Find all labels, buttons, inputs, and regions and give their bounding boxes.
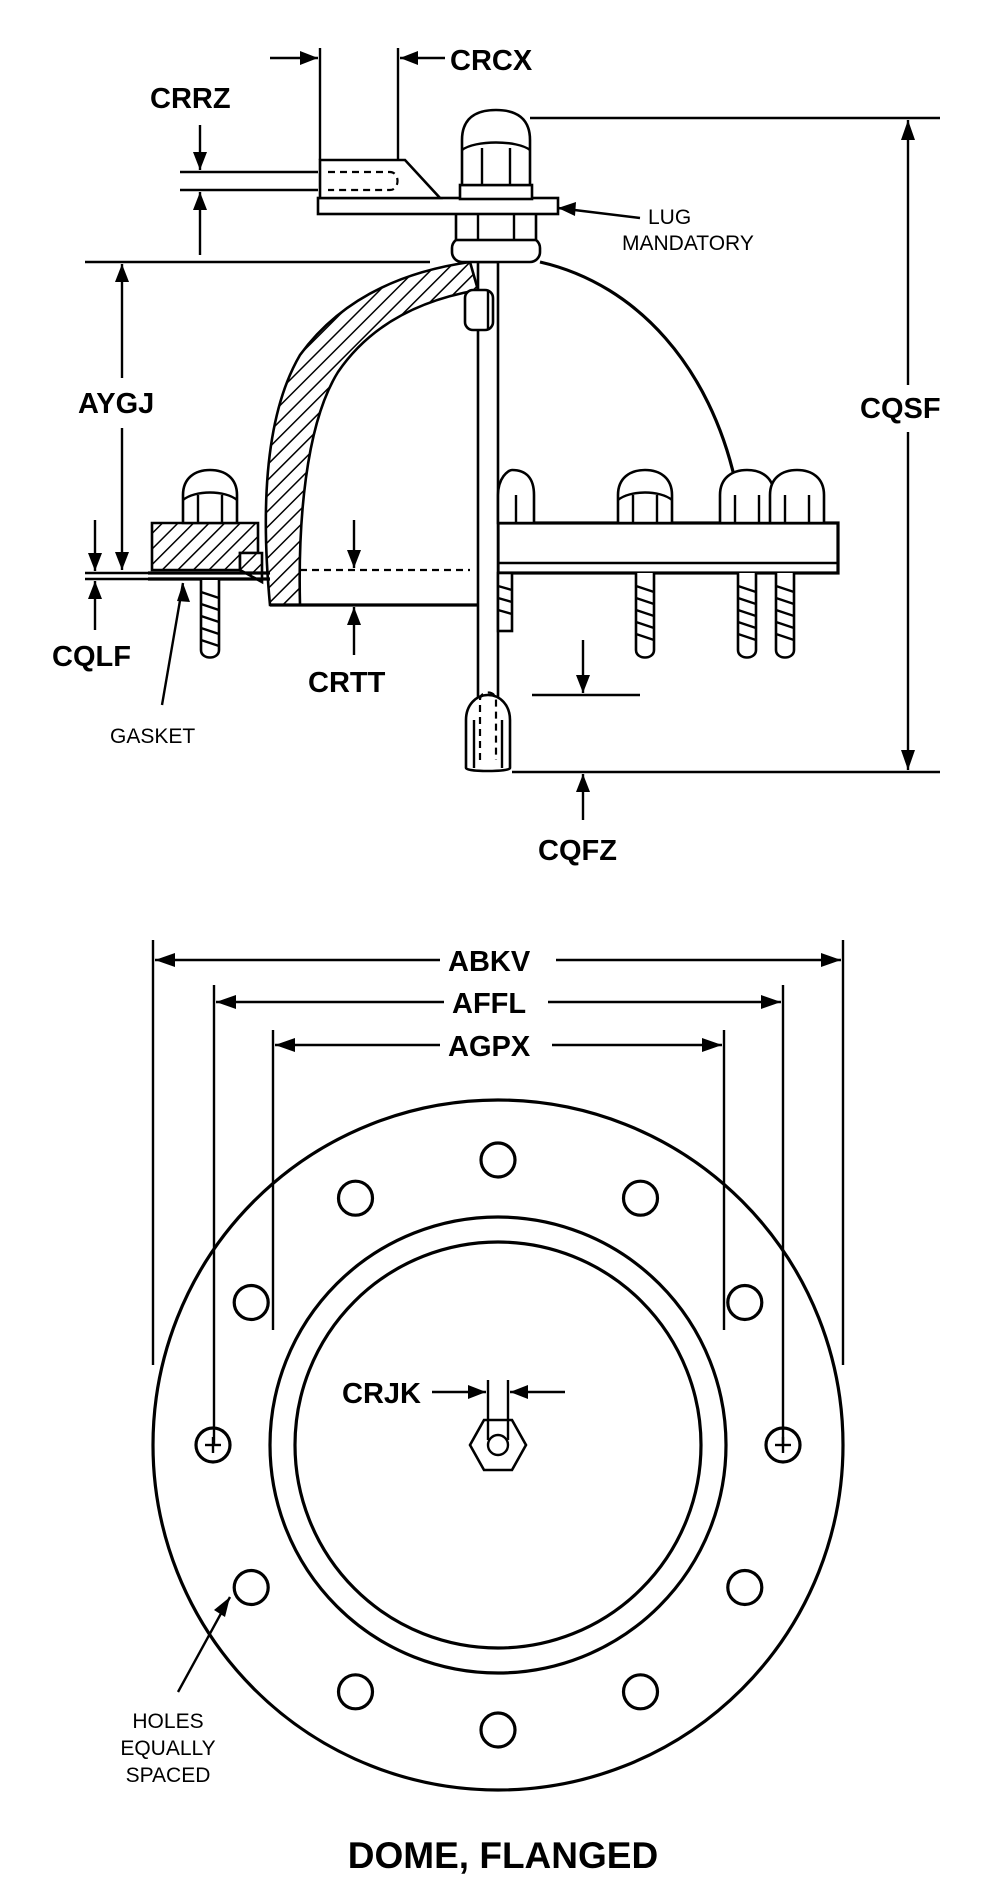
dim-cqfz: CQFZ [532,640,640,867]
stud-mid [634,573,656,659]
bolt-hole [726,1283,764,1322]
dim-label-crcx: CRCX [450,45,533,77]
dim-label-cqfz: CQFZ [538,835,617,867]
bolt-hole [336,1179,375,1217]
note-holes-equally-spaced: HOLES EQUALLY SPACED [120,1596,232,1787]
dome-outline-right [539,260,737,481]
dim-affl: AFFL [212,985,785,1445]
dim-label-abkv: ABKV [448,946,531,978]
dome-shell-section [264,260,480,607]
cap-nut-right-b [768,468,826,525]
note-holes-line3: SPACED [126,1764,211,1787]
cap-nut-center [496,468,536,525]
dim-label-cqsf: CQSF [860,393,941,425]
cap-nut-right-a [718,468,776,525]
note-lug-mandatory: LUG MANDATORY [557,202,754,255]
note-gasket-text: GASKET [110,725,195,748]
dim-label-cqlf: CQLF [52,641,131,673]
dim-cqlf: CQLF [52,520,150,673]
dim-abkv: ABKV [151,940,845,1365]
bolt-hole [621,1179,660,1217]
drawing-title: DOME, FLANGED [348,1835,658,1876]
flange-outer-circle [151,1098,845,1792]
bolt-hole [336,1673,375,1711]
dim-crcx: CRCX [270,45,533,160]
bolt-hole [621,1673,660,1711]
cap-nut-left [181,468,239,525]
dim-label-agpx: AGPX [448,1031,531,1063]
center-rod [463,260,500,704]
note-holes-line2: EQUALLY [120,1737,215,1760]
threaded-studs [199,571,796,659]
bolt-hole [726,1568,764,1607]
gasket [148,571,270,581]
top-view: ABKV AFFL AGPX [120,940,845,1792]
top-nut-stack [316,108,560,264]
bolt-hole [479,1141,517,1179]
dim-aygj: AYGJ [78,260,430,570]
bolt-hole [232,1568,270,1607]
dim-label-crjk: CRJK [342,1378,421,1410]
stud-center [496,571,514,633]
flange-plate [496,521,840,575]
acorn-cap-nuts [181,468,826,525]
bolt-holes [194,1141,802,1749]
dim-cqsf: CQSF [512,116,941,774]
lug [318,158,443,200]
center-hex-nut [468,1380,528,1472]
cap-nut-mid [616,468,674,525]
dim-crjk: CRJK [342,1378,565,1410]
locator-hole-plus-icon [764,1426,802,1464]
dome-inner-circle [293,1240,703,1650]
note-holes-line1: HOLES [132,1710,203,1733]
dim-crtt: CRTT [308,520,386,699]
dim-label-affl: AFFL [452,988,526,1020]
flange-section-left [150,521,264,585]
dim-label-crrz: CRRZ [150,83,231,115]
dim-agpx: AGPX [271,1030,726,1330]
note-gasket: GASKET [110,582,195,748]
lower-acorn-nut [464,691,512,773]
bolt-hole [232,1283,270,1322]
dim-crrz: CRRZ [150,83,318,255]
stud-right-b [774,573,796,659]
note-lug-line2: MANDATORY [622,232,754,255]
locator-hole-plus-icon [194,1426,232,1464]
dim-label-aygj: AYGJ [78,388,154,420]
note-lug-line1: LUG [648,206,691,229]
stud-right-a [736,573,758,659]
side-view: CRCX CRRZ AYGJ CQLF [52,45,941,867]
stud-left [199,580,221,659]
dome-outer-circle [268,1215,728,1675]
dim-label-crtt: CRTT [308,667,386,699]
bolt-hole [479,1711,517,1749]
